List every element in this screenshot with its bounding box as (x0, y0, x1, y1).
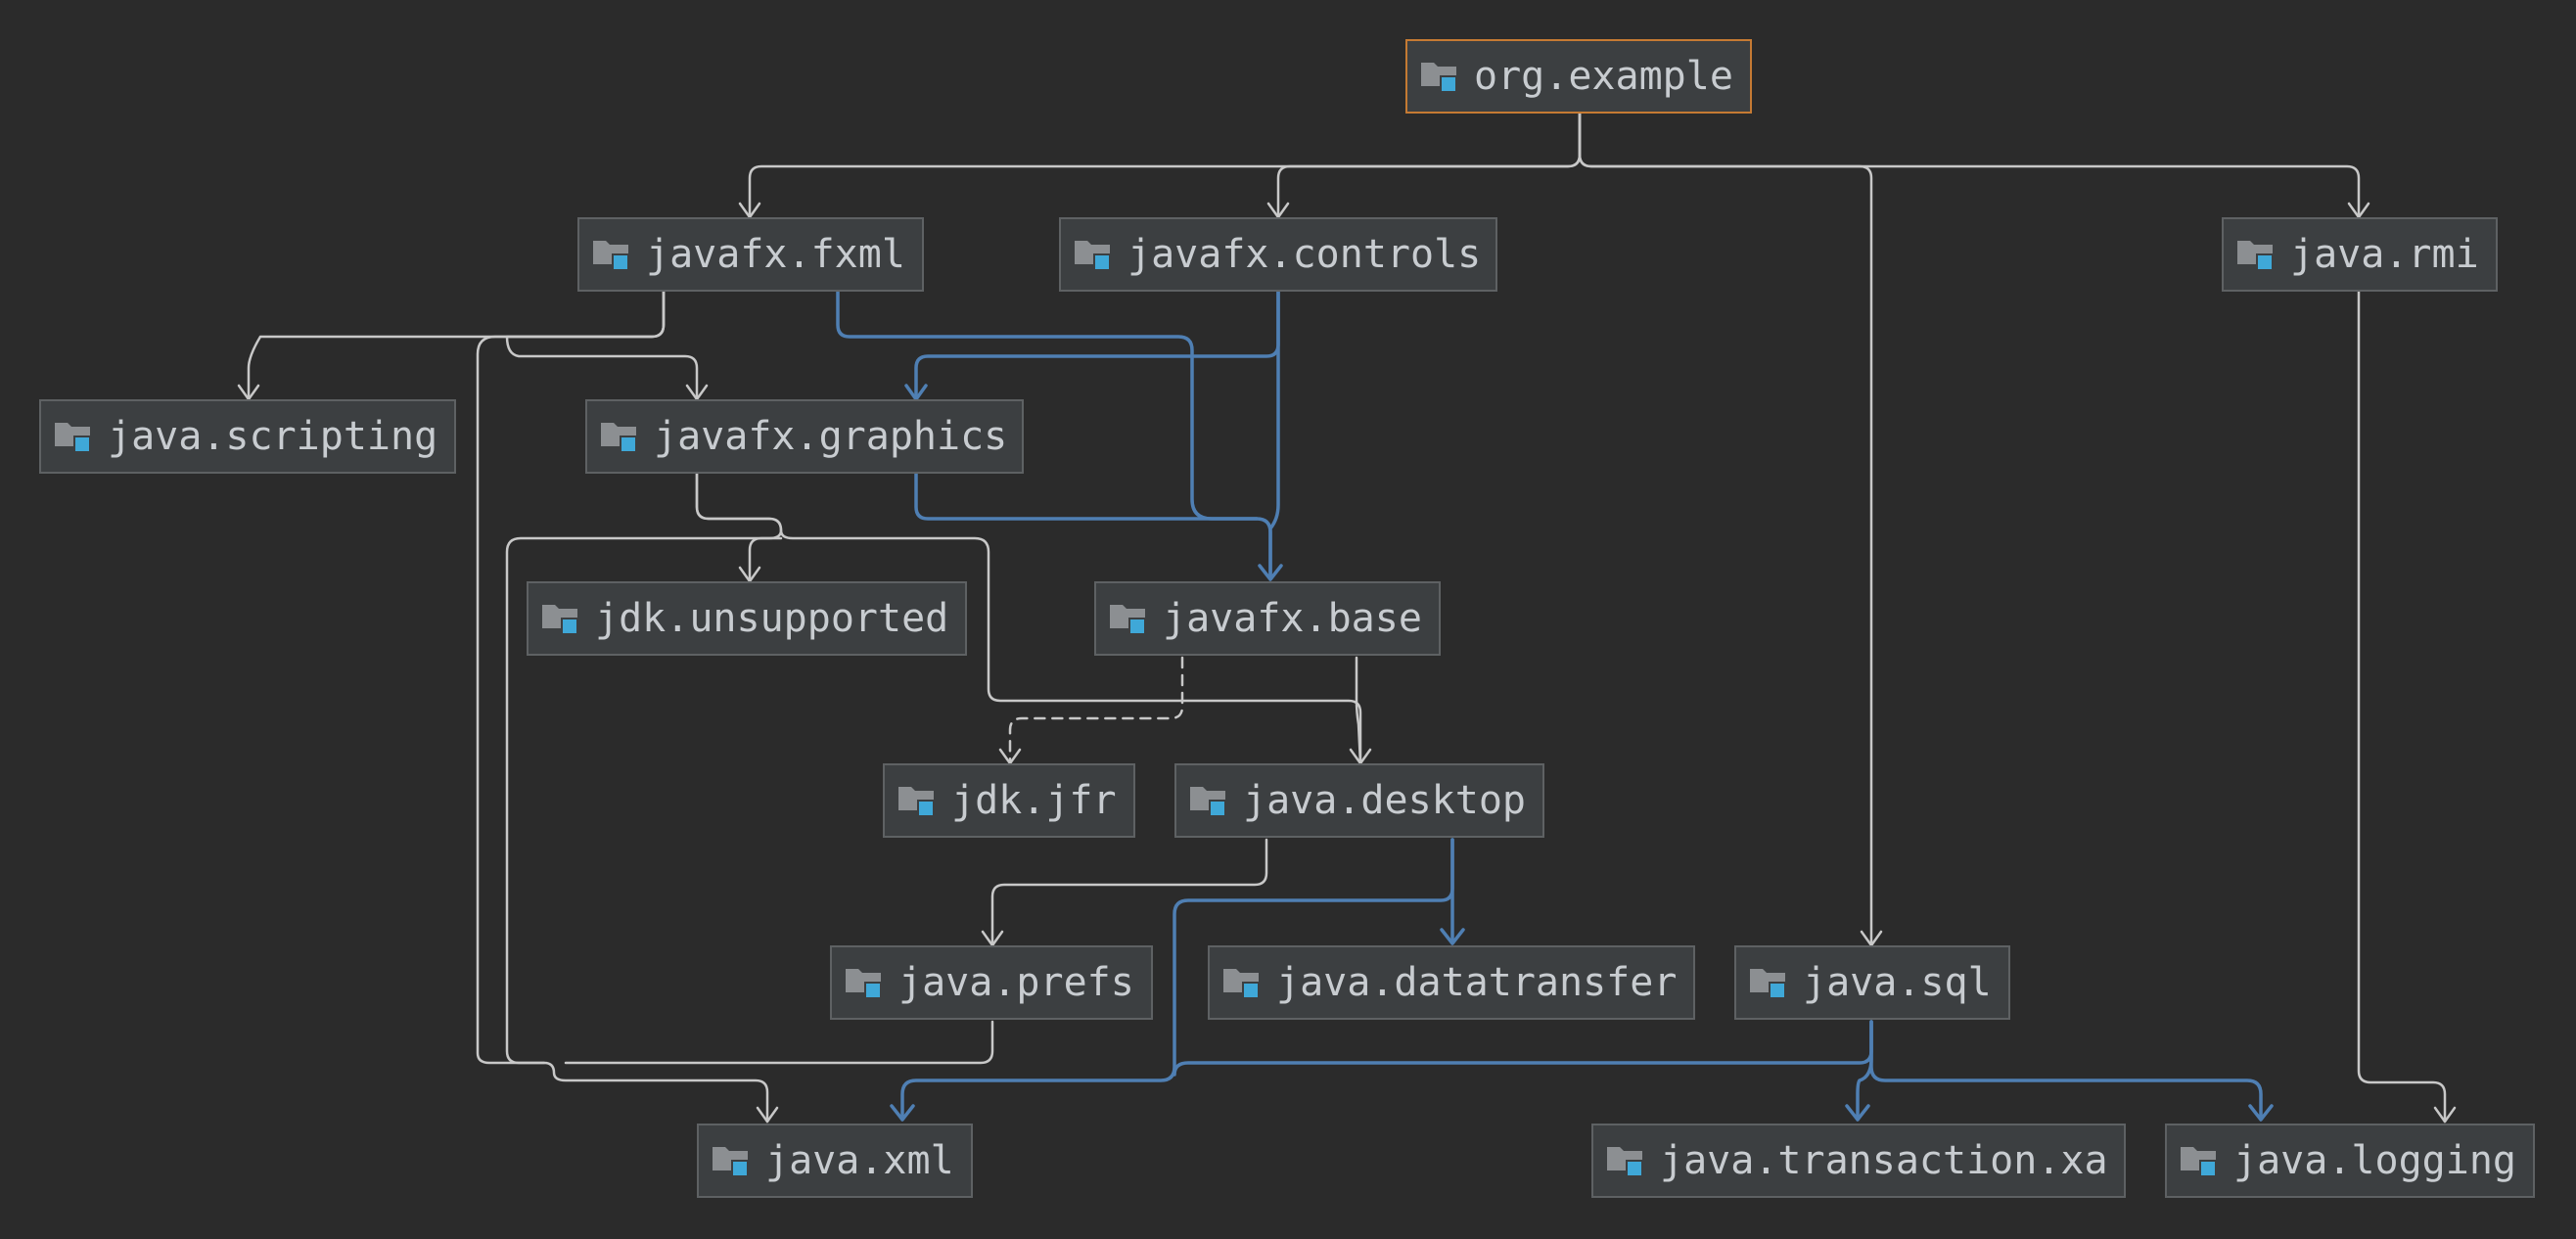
module-label: java.sql (1803, 960, 1992, 1005)
module-folder-icon (1421, 63, 1457, 93)
module-node-java-datatransfer[interactable]: java.datatransfer (1208, 945, 1695, 1020)
edge-org-example-to-javafx-controls (1276, 112, 1582, 219)
module-node-java-scripting[interactable]: java.scripting (39, 399, 456, 474)
edge-java-sql-to-java-transaction-xa (1856, 1020, 1873, 1120)
edge-javafx-base-to-java-desktop (1355, 656, 1362, 765)
arrowhead (1258, 564, 1283, 581)
module-label: java.scripting (108, 414, 438, 459)
arrowhead (1349, 748, 1372, 765)
arrowhead (685, 384, 709, 401)
arrowhead (1845, 1104, 1870, 1122)
module-node-java-xml[interactable]: java.xml (697, 1124, 973, 1198)
module-folder-icon (1190, 787, 1226, 817)
module-folder-icon (55, 423, 91, 453)
module-label: java.transaction.xa (1660, 1138, 2108, 1183)
edge-javafx-controls-to-javafx-graphics (914, 290, 1280, 401)
arrowhead (1440, 928, 1465, 945)
module-label: javafx.base (1163, 596, 1422, 641)
edge-org-example-to-javafx-fxml (748, 112, 1582, 219)
edge-javafx-fxml-to-javafx-graphics (505, 290, 699, 401)
arrowhead (237, 384, 260, 401)
edge-java-rmi-to-java-logging (2357, 290, 2447, 1124)
module-label: java.logging (2233, 1138, 2516, 1183)
module-node-java-logging[interactable]: java.logging (2165, 1124, 2535, 1198)
module-folder-icon (713, 1147, 749, 1177)
module-folder-icon (593, 241, 629, 271)
module-label: java.xml (765, 1138, 954, 1183)
edge-java-desktop-to-java-prefs (990, 838, 1268, 947)
edge-javafx-base-to-jdk-jfr (1008, 656, 1184, 765)
arrowhead (2433, 1106, 2457, 1124)
arrowhead (2347, 202, 2370, 219)
module-label: javafx.fxml (646, 232, 905, 277)
edge-javafx-controls-to-javafx-base (1268, 290, 1280, 579)
module-label: java.desktop (1243, 778, 1526, 823)
arrowhead (2248, 1104, 2274, 1122)
module-node-javafx-controls[interactable]: javafx.controls (1059, 217, 1497, 292)
module-label: java.prefs (898, 960, 1134, 1005)
edge-javafx-fxml-to-java-scripting (247, 290, 666, 401)
module-folder-icon (1223, 969, 1260, 999)
module-node-java-sql[interactable]: java.sql (1734, 945, 2010, 1020)
arrowhead (981, 930, 1004, 947)
module-folder-icon (2181, 1147, 2217, 1177)
module-node-java-prefs[interactable]: java.prefs (830, 945, 1153, 1020)
module-folder-icon (2237, 241, 2274, 271)
module-node-java-rmi[interactable]: java.rmi (2222, 217, 2498, 292)
module-folder-icon (1110, 605, 1146, 635)
arrowhead (998, 748, 1022, 765)
module-label: jdk.jfr (951, 778, 1117, 823)
module-folder-icon (898, 787, 935, 817)
arrowhead (738, 566, 761, 583)
module-node-javafx-graphics[interactable]: javafx.graphics (585, 399, 1024, 474)
module-node-org-example[interactable]: org.example (1405, 39, 1752, 114)
edge-java-sql-to-java-logging (1869, 1020, 2263, 1120)
module-folder-icon (1075, 241, 1111, 271)
module-label: jdk.unsupported (595, 596, 949, 641)
module-node-java-desktop[interactable]: java.desktop (1174, 763, 1544, 838)
module-label: java.rmi (2290, 232, 2479, 277)
module-label: javafx.graphics (654, 414, 1008, 459)
module-folder-icon (846, 969, 882, 999)
module-node-javafx-fxml[interactable]: javafx.fxml (577, 217, 924, 292)
arrowhead (890, 1104, 915, 1122)
edge-java-sql-to-java-xml (1173, 1020, 1873, 1077)
arrowhead (738, 202, 761, 219)
edge-org-example-to-java-sql (1578, 112, 1873, 947)
edge-org-example-to-java-rmi (1578, 112, 2361, 219)
module-label: java.datatransfer (1276, 960, 1678, 1005)
edge-javafx-graphics-to-javafx-base (914, 472, 1259, 521)
module-folder-icon (1607, 1147, 1643, 1177)
module-node-jdk-unsupported[interactable]: jdk.unsupported (527, 581, 967, 656)
module-folder-icon (542, 605, 578, 635)
module-node-jdk-jfr[interactable]: jdk.jfr (883, 763, 1135, 838)
module-label: org.example (1474, 54, 1733, 99)
module-folder-icon (1750, 969, 1786, 999)
module-folder-icon (601, 423, 637, 453)
arrowhead (756, 1106, 779, 1124)
edge-javafx-graphics-to-jdk-unsupported (695, 472, 783, 583)
arrowhead (1860, 930, 1883, 947)
module-label: javafx.controls (1127, 232, 1482, 277)
arrowhead (1266, 202, 1290, 219)
module-node-javafx-base[interactable]: javafx.base (1094, 581, 1441, 656)
arrowhead (904, 384, 928, 401)
module-node-java-transaction-xa[interactable]: java.transaction.xa (1591, 1124, 2126, 1198)
edge-java-prefs-to-java-xml (564, 1020, 994, 1065)
